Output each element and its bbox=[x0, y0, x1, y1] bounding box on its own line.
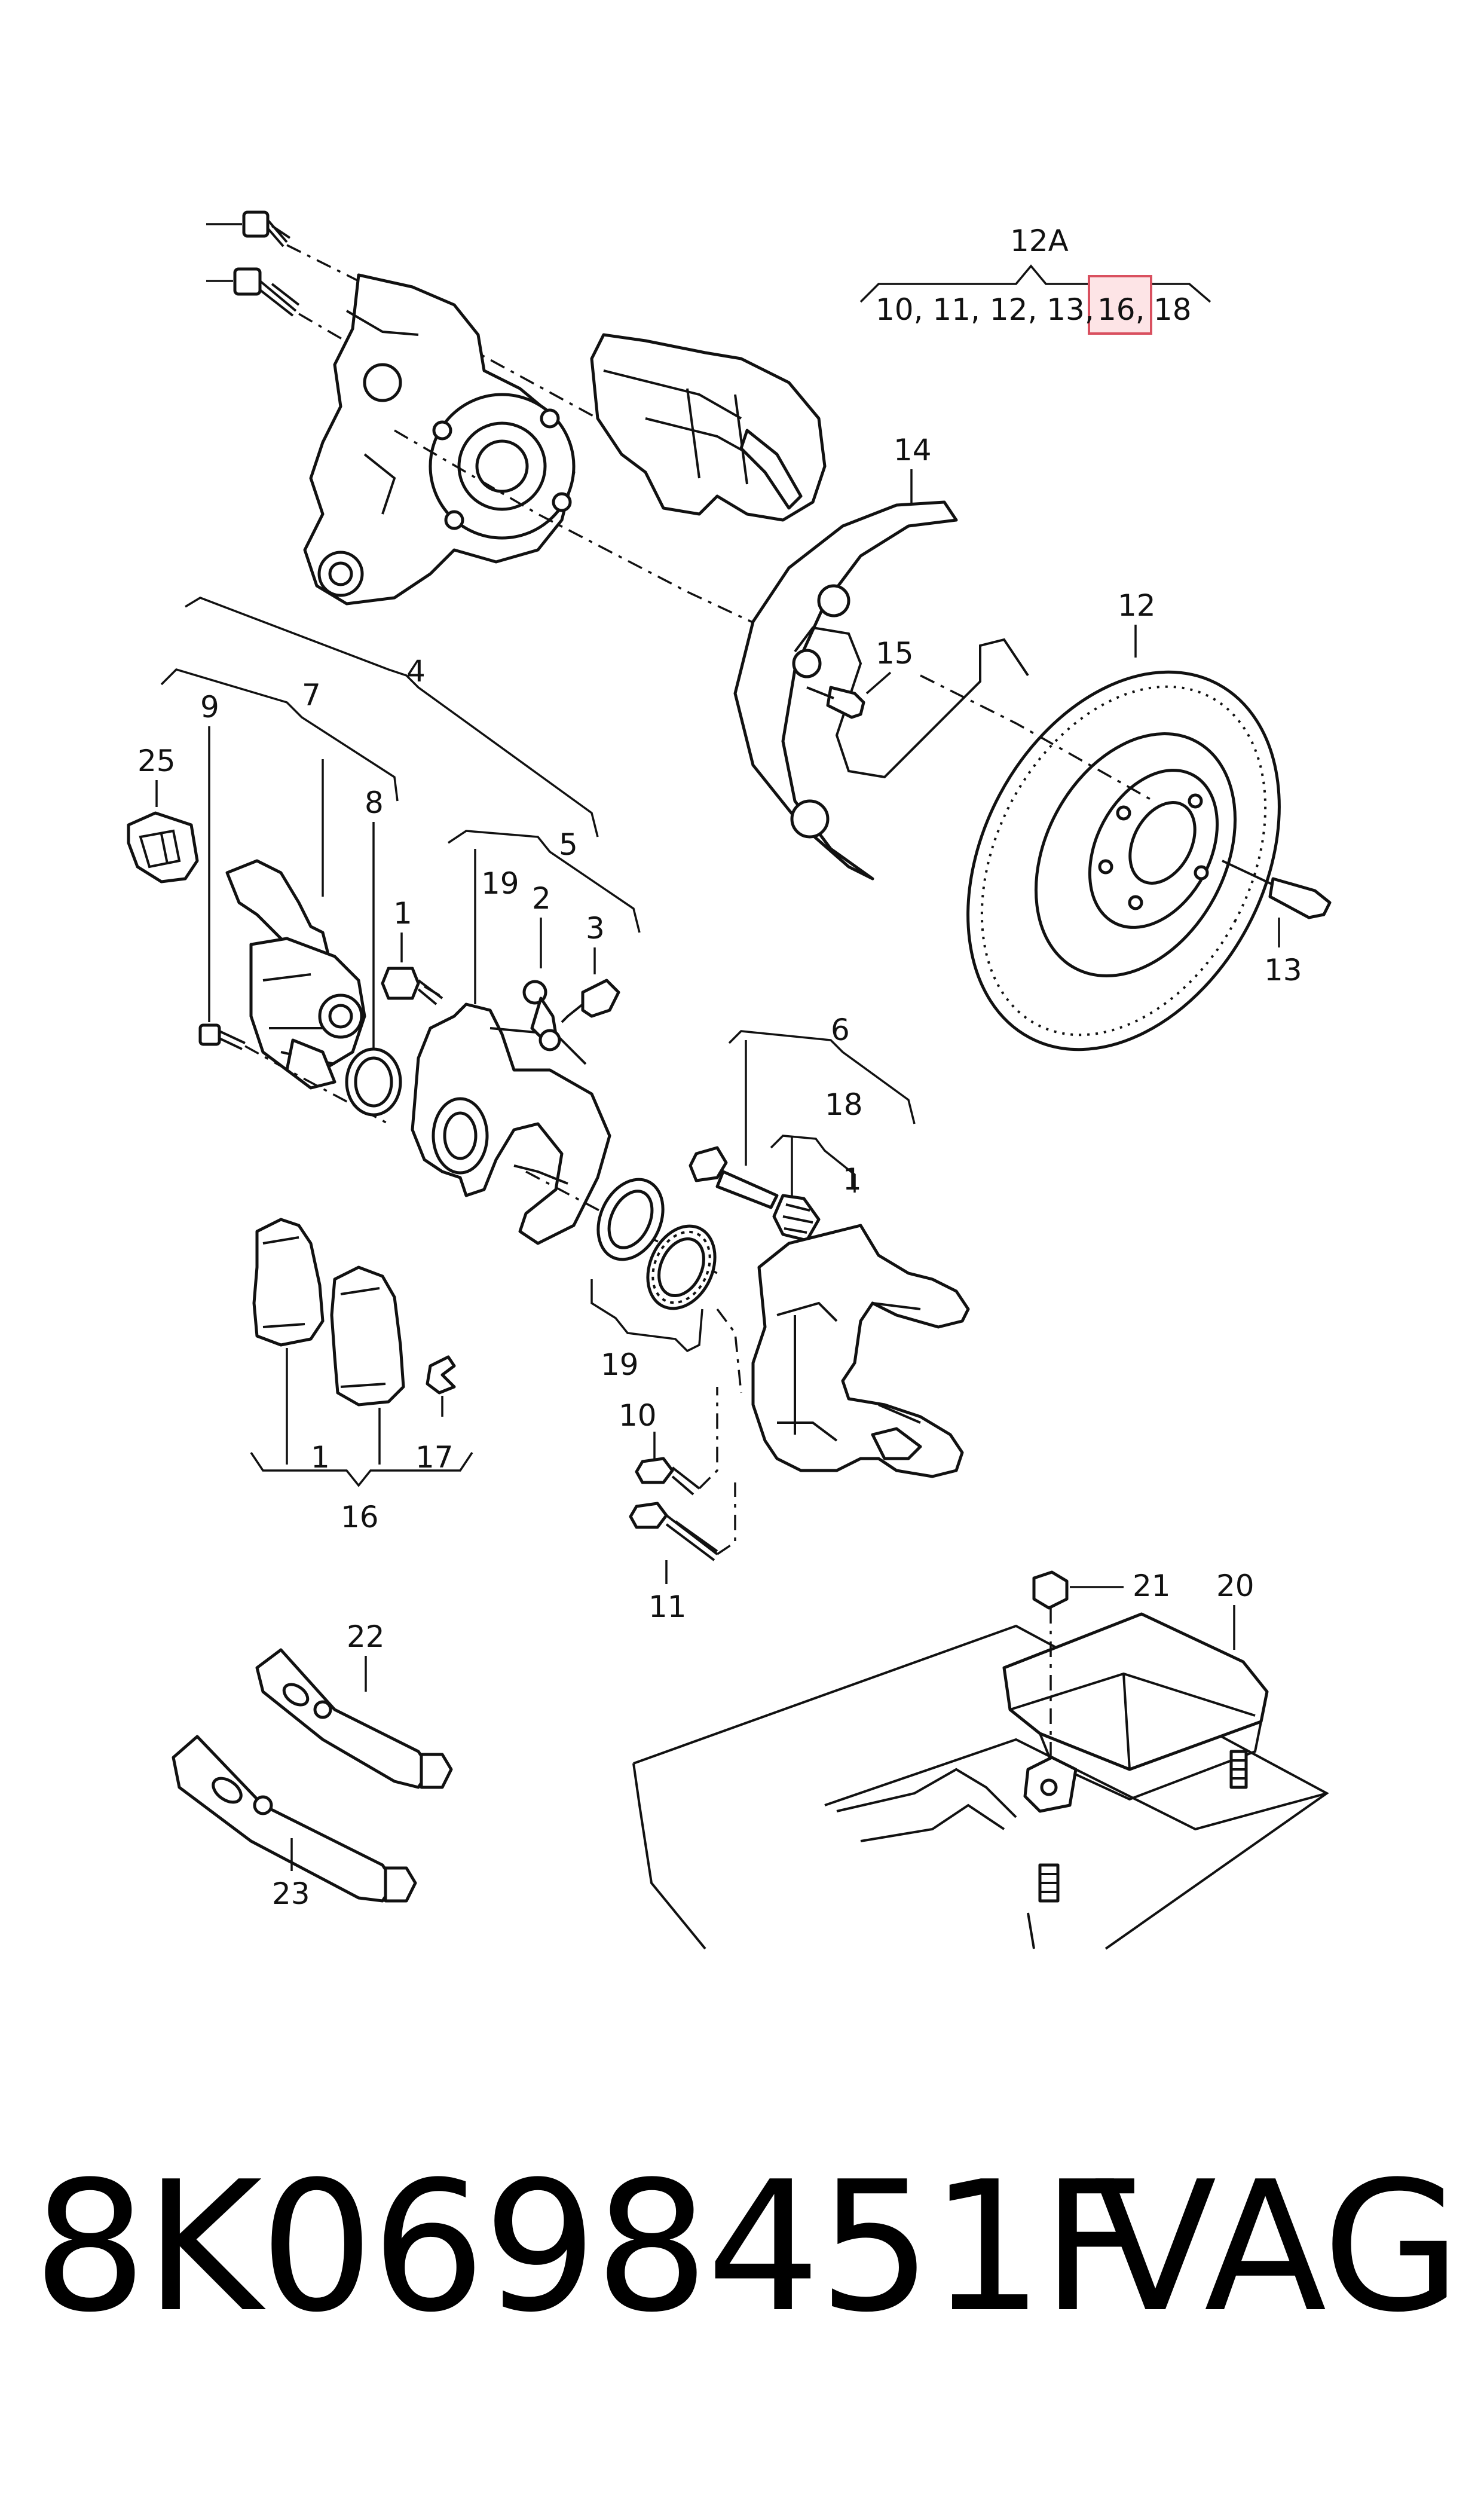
group-12a-label: 12A 10, 11, 12, 13, 16, 18 bbox=[859, 224, 1211, 335]
wheel-hub-knuckle bbox=[303, 273, 778, 635]
bolt-1-left: 1 bbox=[381, 896, 443, 1005]
caliper-housing: 19 bbox=[411, 849, 718, 1274]
part-number: 8K0698451F bbox=[33, 2143, 1145, 2352]
guide-pin-2: 2 bbox=[522, 881, 561, 1051]
callout-21: 21 bbox=[1133, 1569, 1171, 1603]
connector-25 bbox=[127, 811, 199, 883]
brand-label: VAG bbox=[1094, 2143, 1461, 2352]
callout-1-left: 1 bbox=[393, 896, 412, 931]
callout-13: 13 bbox=[1264, 953, 1302, 988]
callout-23: 23 bbox=[272, 1876, 310, 1911]
callout-25: 25 bbox=[137, 744, 176, 778]
screw-13: 13 bbox=[1222, 860, 1332, 988]
callout-1-right: 1 bbox=[843, 1162, 862, 1197]
actuator-motor bbox=[225, 759, 366, 1090]
highlight-16-box bbox=[1088, 275, 1152, 335]
group-list-c: 18 bbox=[1153, 292, 1192, 327]
callout-3: 3 bbox=[586, 911, 605, 946]
callout-8: 8 bbox=[365, 785, 384, 820]
bolt-10-top-head bbox=[242, 210, 270, 238]
caption: 8K0698451F VAG bbox=[0, 2128, 1484, 2379]
callout-18: 18 bbox=[825, 1087, 863, 1122]
bleed-valve-3: 3 bbox=[561, 911, 620, 1023]
nut-21 bbox=[1032, 1570, 1069, 1610]
grease-tube-22: 22 bbox=[255, 1619, 453, 1789]
callout-12: 12 bbox=[1118, 588, 1156, 623]
callout-17: 17 bbox=[415, 1440, 454, 1475]
callout-22: 22 bbox=[347, 1619, 385, 1654]
top-bolts bbox=[206, 210, 598, 420]
group-list-a: 10, 11, 12, 13, bbox=[876, 292, 1094, 327]
callout-10-bottom: 10 bbox=[619, 1398, 657, 1433]
callout-15: 15 bbox=[876, 636, 914, 671]
callout-20: 20 bbox=[1216, 1569, 1254, 1603]
bolt-11-top-head bbox=[233, 267, 262, 296]
callout-5: 5 bbox=[559, 827, 578, 862]
left-upper-braces: 4 7 9 25 8 5 bbox=[137, 597, 641, 1052]
callout-9: 9 bbox=[200, 690, 219, 724]
o-ring-8 bbox=[345, 1047, 402, 1117]
group-label-12a: 12A bbox=[1010, 224, 1069, 258]
bottom-bolts: 10 11 bbox=[619, 1387, 736, 1624]
callout-1-pads: 1 bbox=[311, 1440, 330, 1475]
grease-tube-23: 23 bbox=[172, 1735, 417, 1911]
caliper-top bbox=[590, 333, 827, 522]
guide-bolt-boot bbox=[689, 1146, 821, 1242]
callout-16: 16 bbox=[341, 1500, 379, 1534]
brake-pads: 1 17 16 bbox=[250, 1218, 473, 1534]
screw-15: 15 bbox=[806, 636, 914, 719]
callout-11-bottom: 11 bbox=[648, 1589, 687, 1624]
callout-6: 6 bbox=[831, 1013, 850, 1047]
callout-2: 2 bbox=[532, 881, 551, 916]
control-unit-assembly: 21 20 bbox=[632, 1569, 1329, 1950]
callout-7: 7 bbox=[302, 678, 321, 713]
caliper-carrier bbox=[716, 1224, 970, 1478]
callout-19-top: 19 bbox=[481, 866, 519, 901]
group-list-b: 16, bbox=[1097, 292, 1145, 327]
right-braces: 6 18 1 bbox=[728, 1013, 916, 1202]
brake-disc: 12 bbox=[920, 588, 1281, 1051]
dust-shield: 14 bbox=[733, 433, 1029, 881]
callout-4: 4 bbox=[406, 654, 426, 689]
callout-19-bottom: 19 bbox=[601, 1347, 639, 1382]
bolt-9 bbox=[198, 1023, 389, 1125]
callout-14: 14 bbox=[894, 433, 932, 467]
seals-19: 19 bbox=[590, 1178, 717, 1382]
